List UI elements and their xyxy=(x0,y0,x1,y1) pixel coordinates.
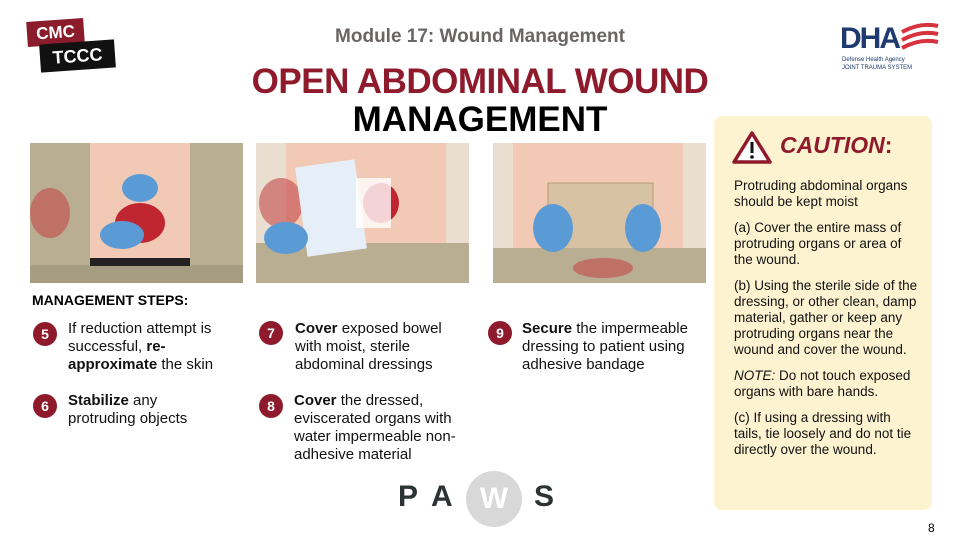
module-label: Module 17: Wound Management xyxy=(335,26,625,47)
caution-p4: (c) If using a dressing with tails, tie … xyxy=(734,410,912,457)
step-number-7: 7 xyxy=(259,321,283,345)
steps-heading: MANAGEMENT STEPS: xyxy=(32,292,189,308)
caution-title: CAUTION: xyxy=(780,132,893,158)
page-number: 8 xyxy=(928,521,935,535)
caution-p1: Protruding abdominal organs should be ke… xyxy=(734,178,908,209)
paws-s: S xyxy=(534,480,555,513)
paws-p: P xyxy=(398,480,419,513)
illustration-step-5 xyxy=(30,143,243,283)
page-title-line2: MANAGEMENT xyxy=(352,100,608,139)
caution-note: NOTE: Do not touch exposed organs with b… xyxy=(734,368,911,399)
caution-p2: (a) Cover the entire mass of protruding … xyxy=(734,220,902,267)
step-8-text: Cover the dressed, eviscerated organs wi… xyxy=(294,392,456,463)
step-5-text: If reduction attempt is successful, re-a… xyxy=(68,320,214,373)
page-title: OPEN ABDOMINAL WOUND xyxy=(251,62,709,101)
step-7-text: Cover exposed bowel with moist, sterile … xyxy=(295,320,442,373)
step-9-text: Secure the impermeable dressing to patie… xyxy=(522,320,688,373)
step-number-8: 8 xyxy=(259,394,283,418)
paws-w-highlight: W xyxy=(466,471,522,527)
caution-p3: (b) Using the sterile side of the dressi… xyxy=(734,278,918,357)
paws-a: A xyxy=(431,480,453,513)
illustration-step-9 xyxy=(493,143,706,283)
step-number-5: 5 xyxy=(33,322,57,346)
flag-stripes-icon xyxy=(901,22,939,50)
illustration-step-7 xyxy=(256,143,469,283)
warning-icon xyxy=(732,131,772,164)
step-number-6: 6 xyxy=(33,394,57,418)
dha-logo: DHA xyxy=(840,22,901,55)
step-6-text: Stabilize any protruding objects xyxy=(68,392,188,427)
caution-panel: CAUTION: Protruding abdominal organs sho… xyxy=(714,116,932,510)
step-number-9: 9 xyxy=(488,321,512,345)
